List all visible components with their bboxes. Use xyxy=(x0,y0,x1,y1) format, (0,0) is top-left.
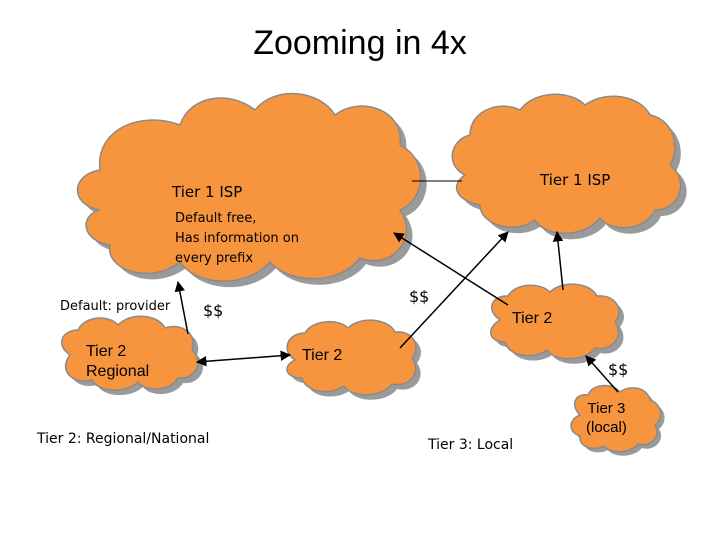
default-free-note-line-1: Default free, xyxy=(175,211,257,226)
tier2-regional-label: Tier 2 Regional xyxy=(86,343,150,380)
slide-title: Zooming in 4x xyxy=(253,24,467,62)
default-free-note-line-2: Has information on xyxy=(175,231,300,246)
cloud-tier1-left xyxy=(76,92,422,282)
tier2-middle-label: Tier 2 xyxy=(302,347,343,364)
default-provider-note: Default: provider xyxy=(60,299,171,314)
tier3-local-note: Tier 3: Local xyxy=(428,437,514,453)
cloud-tier2-middle xyxy=(286,319,417,396)
payment-label-middle: $$ xyxy=(409,287,430,306)
payment-label-left: $$ xyxy=(203,301,224,320)
tier2-right-label: Tier 2 xyxy=(512,310,553,327)
payment-label-right: $$ xyxy=(608,360,629,379)
cloud-tier2-regional xyxy=(60,315,199,391)
link-tier3-to-tier2-right xyxy=(585,355,619,393)
default-free-note: Default free, Has information on every p… xyxy=(175,209,299,269)
cloud-tier1-right xyxy=(451,93,682,234)
tier2-regional-national-note: Tier 2: Regional/National xyxy=(37,431,210,447)
link-tier2-regional-to-tier2-middle xyxy=(195,350,292,367)
link-tier2-middle-to-tier1-right xyxy=(399,231,509,349)
tier1-right-label: Tier 1 ISP xyxy=(540,171,611,189)
link-tier2-right-to-tier1-right xyxy=(552,230,564,291)
default-free-note-line-3: every prefix xyxy=(175,251,254,266)
cloud-tier3 xyxy=(570,384,662,453)
tier3-label: Tier 3 (local) xyxy=(586,400,627,436)
cloud-tier2-right xyxy=(490,283,620,360)
link-tier2-regional-to-tier1-left xyxy=(174,280,189,335)
link-tier2-right-to-tier1-left xyxy=(393,232,509,306)
tier1-left-label: Tier 1 ISP xyxy=(172,183,243,201)
